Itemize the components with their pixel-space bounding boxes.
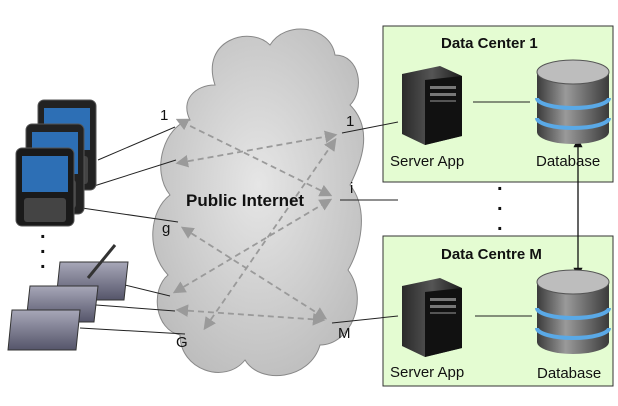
link-label: G <box>176 334 188 351</box>
datacenter-ellipsis: . <box>497 173 503 195</box>
solid-links <box>79 101 532 335</box>
device-ellipsis: . <box>40 236 46 258</box>
server-icon <box>402 278 462 357</box>
link-label: i <box>350 180 353 197</box>
datacenter-ellipsis: . <box>497 193 503 215</box>
server-app-label: Server App <box>390 364 464 381</box>
data-center-1-title: Data Center 1 <box>441 35 538 52</box>
link-label: 1 <box>346 113 354 130</box>
tablet-icon <box>7 309 81 351</box>
dashed-routes <box>172 118 338 331</box>
cloud-label: Public Internet <box>186 191 304 210</box>
link-label: 1 <box>160 107 168 124</box>
database-label: Database <box>536 153 600 170</box>
device-ellipsis: . <box>40 221 46 243</box>
database-icon <box>535 59 611 144</box>
device-ellipsis: . <box>40 251 46 273</box>
server-app-label: Server App <box>390 153 464 170</box>
server-icon <box>402 66 462 145</box>
database-label: Database <box>537 365 601 382</box>
database-icon <box>535 269 611 354</box>
link-label: g <box>162 220 170 237</box>
mobile-phone-icon <box>15 147 75 227</box>
link-label: M <box>338 325 351 342</box>
data-centre-m-title: Data Centre M <box>441 246 542 263</box>
datacenter-ellipsis: . <box>497 213 503 235</box>
